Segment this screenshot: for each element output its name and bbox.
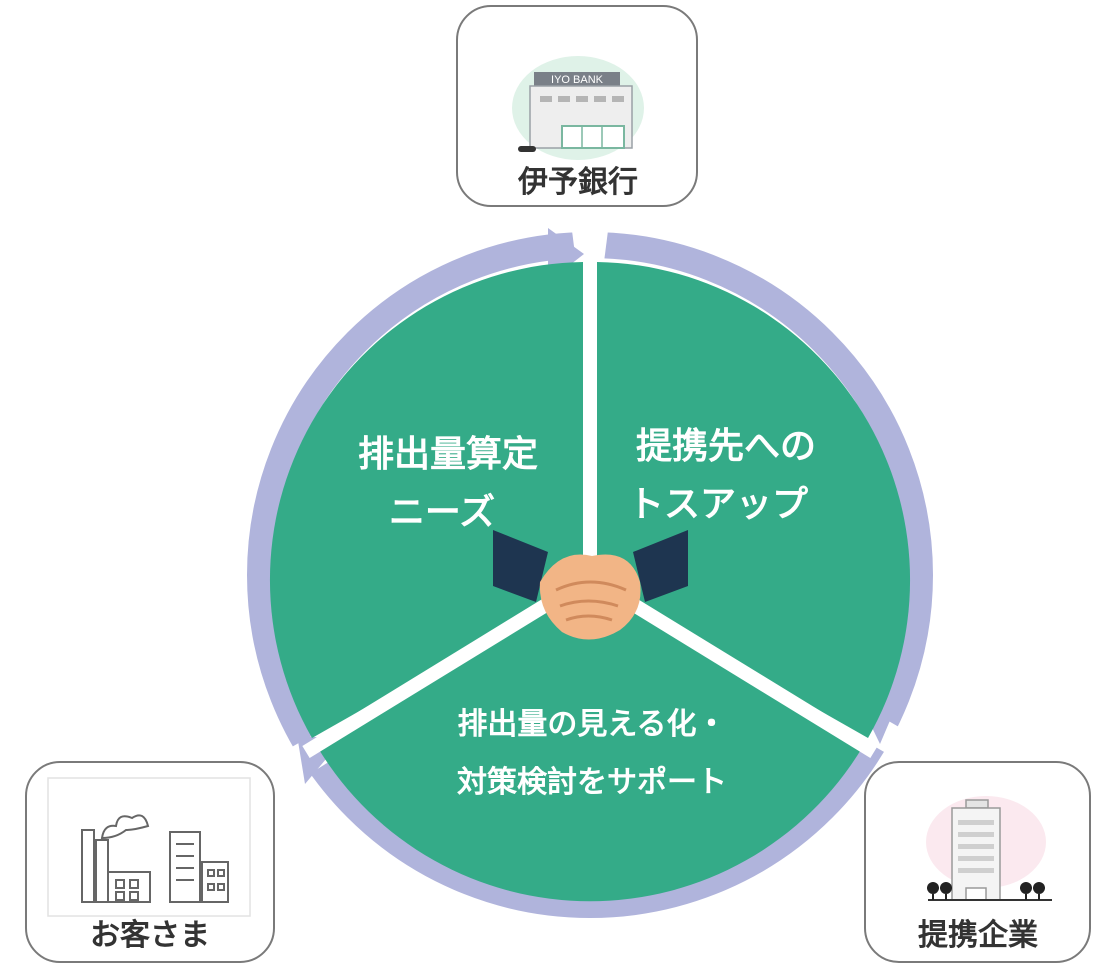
bank-node: IYO BANK 伊予銀行	[456, 5, 698, 207]
segment-right-line2: トスアップ	[628, 484, 808, 525]
segment-bottom	[318, 580, 862, 902]
office-building-icon	[169, 831, 229, 903]
partner-label: 提携企業	[918, 918, 1038, 953]
partner-building-icon	[927, 799, 1052, 901]
handshake-icon	[493, 530, 688, 640]
segment-left-line2: ニーズ	[389, 491, 495, 533]
factory-icon	[81, 814, 151, 903]
customer-label: お客さま	[90, 918, 210, 953]
segment-left-line1: 排出量算定	[358, 434, 538, 475]
segment-right-line1: 提携先への	[636, 426, 816, 467]
segment-bottom-line2: 対策検討をサポート	[457, 765, 727, 800]
bank-building-icon: IYO BANK	[518, 72, 633, 152]
bank-sign-text: IYO BANK	[551, 74, 604, 86]
segment-group	[269, 258, 911, 902]
partner-node: 提携企業	[864, 761, 1091, 963]
bank-label: 伊予銀行	[517, 165, 638, 200]
customer-node: お客さま	[25, 761, 275, 963]
segment-bottom-line1: 排出量の見える化・	[457, 707, 726, 742]
